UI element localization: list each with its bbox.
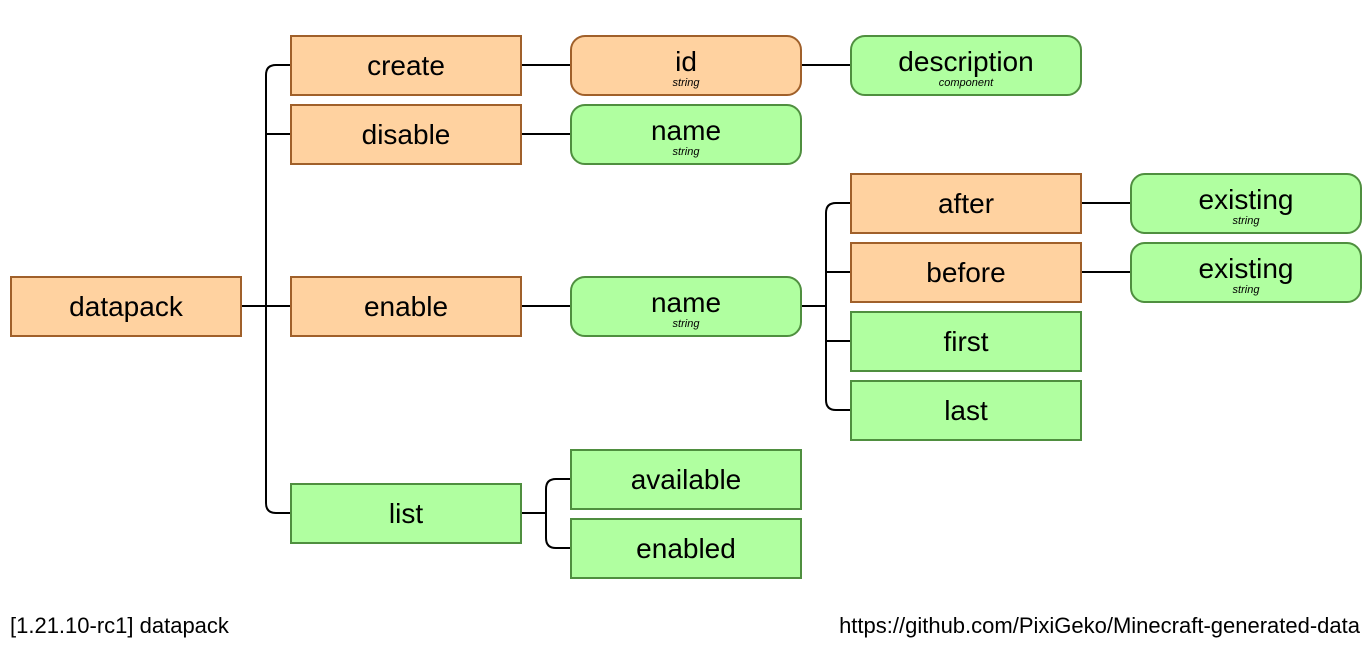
node-datapack: datapack (10, 276, 242, 337)
node-label: name (650, 114, 722, 146)
node-type: string (672, 145, 700, 158)
node-type: string (1232, 283, 1260, 296)
node-create: create (290, 35, 522, 96)
node-disable-name: name string (570, 104, 802, 165)
node-list-available: available (570, 449, 802, 510)
node-label: datapack (69, 290, 183, 322)
node-list: list (290, 483, 522, 544)
node-label: description (898, 45, 1034, 77)
node-label: enable (363, 290, 449, 322)
node-label: after (937, 187, 995, 219)
node-type: string (672, 317, 700, 330)
node-label: existing (1198, 183, 1294, 215)
connector-name-bracket (825, 202, 850, 411)
node-type: component (938, 76, 994, 89)
node-enable-before-existing: existing string (1130, 242, 1362, 303)
node-enable-after-existing: existing string (1130, 173, 1362, 234)
node-label: disable (361, 118, 451, 150)
node-label: create (367, 49, 445, 81)
node-label: list (388, 497, 424, 529)
node-label: existing (1198, 252, 1294, 284)
node-disable: disable (290, 104, 522, 165)
node-enable-name: name string (570, 276, 802, 337)
node-enable-after: after (850, 173, 1082, 234)
node-create-id: id string (570, 35, 802, 96)
connector-datapack-bracket (265, 64, 290, 514)
node-enable: enable (290, 276, 522, 337)
node-label: enabled (636, 532, 736, 564)
node-create-description: description component (850, 35, 1082, 96)
node-label: available (630, 463, 742, 495)
node-enable-before: before (850, 242, 1082, 303)
node-type: string (1232, 214, 1260, 227)
footer-source-url: https://github.com/PixiGeko/Minecraft-ge… (839, 613, 1360, 638)
node-label: first (943, 325, 989, 357)
node-type: string (672, 76, 700, 89)
node-enable-first: first (850, 311, 1082, 372)
footer-version-label: [1.21.10-rc1] datapack (10, 613, 229, 638)
node-label: name (650, 286, 722, 318)
node-label: before (926, 256, 1006, 288)
node-label: last (944, 394, 988, 426)
node-list-enabled: enabled (570, 518, 802, 579)
node-enable-last: last (850, 380, 1082, 441)
node-label: id (675, 45, 697, 77)
connector-list-bracket (545, 478, 570, 549)
